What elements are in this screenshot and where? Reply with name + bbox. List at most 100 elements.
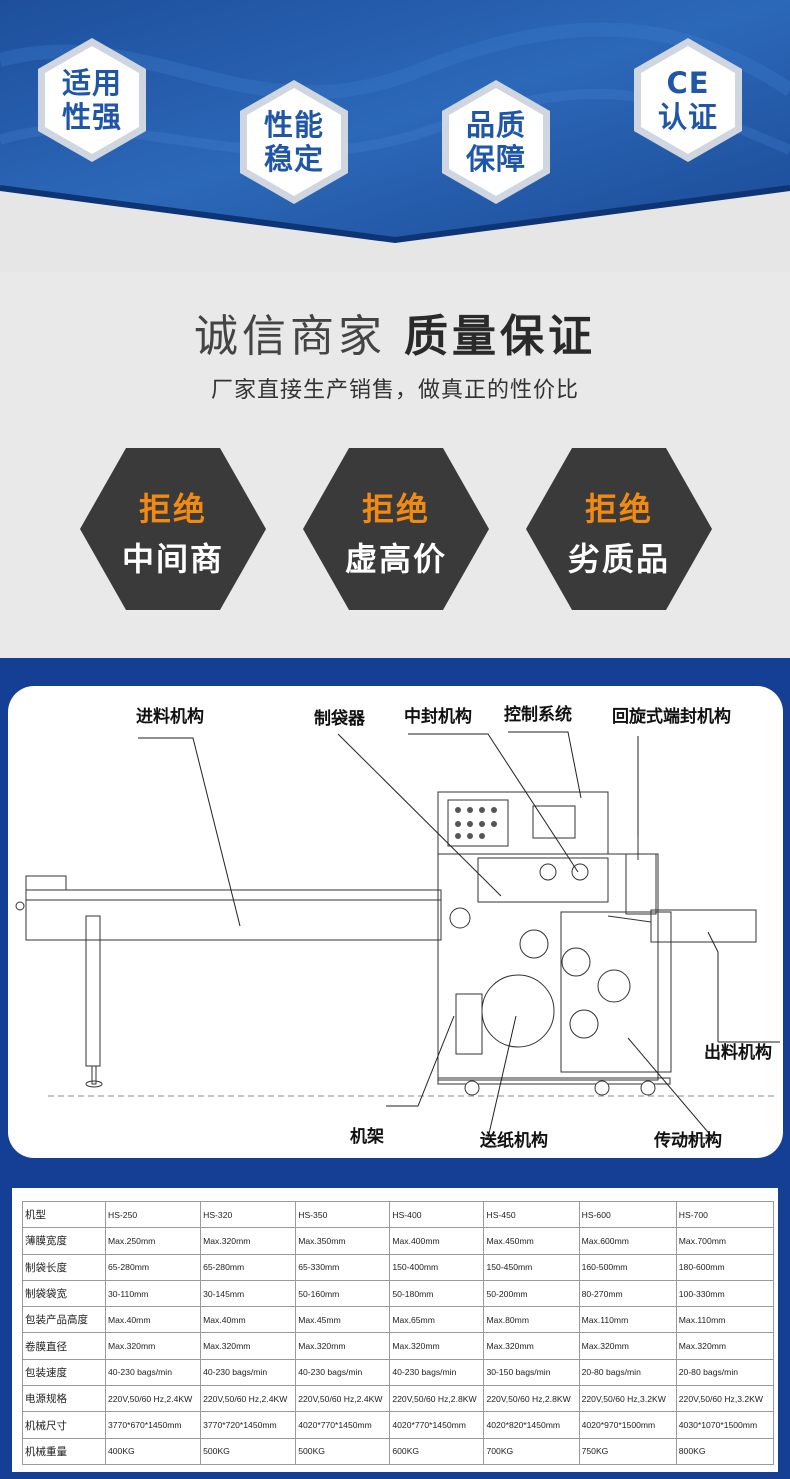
table-cell: 220V,50/60 Hz,2.8KW [483,1385,580,1413]
reject-top: 拒绝 [138,490,207,528]
row-label: 制袋袋宽 [22,1279,106,1308]
table-cell: 65-280mm [200,1253,297,1281]
headline-bold: 质量保证 [404,311,596,362]
table-cell: 40-230 bags/min [104,1358,202,1387]
table-cell: HS-250 [104,1200,202,1229]
row-label: 制袋长度 [22,1253,106,1281]
table-cell: HS-400 [389,1200,485,1229]
table-cell: Max.110mm [675,1306,775,1334]
table-cell: Max.320mm [104,1332,202,1360]
table-cell: Max.45mm [295,1306,391,1334]
reject-bottom: 虚高价 [344,540,447,578]
label-frame: 机架 [350,1127,384,1147]
row-label: 卷膜直径 [22,1332,106,1360]
table-cell: Max.320mm [200,1332,297,1360]
reject-inferior: 拒绝 劣质品 [526,448,712,610]
table-cell: Max.600mm [578,1227,677,1255]
table-cell: HS-600 [578,1200,677,1229]
table-cell: 65-330mm [295,1253,391,1281]
machine-drawing [15,731,780,1139]
table-cell: Max.320mm [389,1332,485,1360]
table-cell: 220V,50/60 Hz,2.8KW [389,1385,485,1413]
table-cell: Max.320mm [578,1332,677,1360]
table-cell: 220V,50/60 Hz,2.4KW [200,1385,297,1413]
table-cell: 50-160mm [295,1279,391,1308]
table-cell: HS-450 [483,1200,580,1229]
badge-line2: 保障 [465,142,526,176]
label-paper-feed: 送纸机构 [480,1131,548,1151]
table-cell: Max.400mm [389,1227,485,1255]
table-cell: 160-500mm [578,1253,677,1281]
row-label: 包装产品高度 [22,1306,106,1334]
table-cell: 30-110mm [104,1279,202,1308]
table-cell: Max.110mm [578,1306,677,1334]
table-cell: 220V,50/60 Hz,2.4KW [104,1385,202,1413]
hexagon-shape [442,80,550,204]
table-cell: 50-180mm [389,1279,485,1308]
table-cell: 500KG [200,1437,297,1465]
hexagon-shape [38,38,146,162]
table-cell: 30-145mm [200,1279,297,1308]
table-cell: 4020*770*1450mm [295,1411,391,1439]
table-cell: 500KG [295,1437,391,1465]
table-cell: 4020*770*1450mm [389,1411,485,1439]
table-cell: 220V,50/60 Hz,3.2KW [578,1385,677,1413]
table-cell: Max.450mm [483,1227,580,1255]
table-cell: 4020*970*1500mm [578,1411,677,1439]
table-cell: 100-330mm [675,1279,775,1308]
badge-line2: 性强 [61,100,122,134]
table-cell: HS-700 [675,1200,775,1229]
table-cell: 30-150 bags/min [483,1358,580,1387]
row-label: 机型 [22,1200,106,1229]
table-cell: 750KG [578,1437,677,1465]
label-bag-maker: 制袋器 [314,709,365,729]
reject-middleman: 拒绝 中间商 [80,448,266,610]
table-cell: HS-320 [200,1200,297,1229]
hexagon-shape [240,80,348,204]
reject-bottom: 劣质品 [567,540,670,578]
row-label: 包装速度 [22,1358,106,1387]
badge-versatile: 适用性强 [28,36,156,164]
table-cell: 800KG [675,1437,775,1465]
table-cell: 80-270mm [578,1279,677,1308]
label-center-seal: 中封机构 [404,707,472,727]
slogan-section: 诚信商家 质量保证 厂家直接生产销售，做真正的性价比 拒绝 中间商 拒绝 虚高价… [0,272,790,658]
table-cell: 220V,50/60 Hz,3.2KW [675,1385,775,1413]
reject-top: 拒绝 [361,490,430,528]
label-feed: 进料机构 [136,707,204,727]
table-cell: 40-230 bags/min [389,1358,485,1387]
table-cell: Max.40mm [104,1306,202,1334]
label-end-seal: 回旋式端封机构 [612,707,731,727]
badge-quality: 品质保障 [432,78,560,206]
table-cell: 50-200mm [483,1279,580,1308]
table-cell: HS-350 [295,1200,391,1229]
table-cell: 4030*1070*1500mm [675,1411,775,1439]
badge-line2: 稳定 [263,142,324,176]
table-cell: Max.350mm [295,1227,391,1255]
table-cell: Max.320mm [200,1227,297,1255]
table-cell: 3770*670*1450mm [104,1411,202,1439]
table-cell: Max.320mm [675,1332,775,1360]
table-cell: 150-450mm [483,1253,580,1281]
hexagon-shape [634,38,742,162]
table-cell: 40-230 bags/min [200,1358,297,1387]
hexagon-shape [526,448,712,610]
badge-stable: 性能稳定 [230,78,358,206]
row-label: 机械尺寸 [22,1411,106,1439]
hexagon-shape [303,448,489,610]
table-cell: Max.320mm [295,1332,391,1360]
table-cell: Max.40mm [200,1306,297,1334]
reject-high-price: 拒绝 虚高价 [303,448,489,610]
table-cell: Max.65mm [389,1306,485,1334]
table-cell: Max.250mm [104,1227,202,1255]
